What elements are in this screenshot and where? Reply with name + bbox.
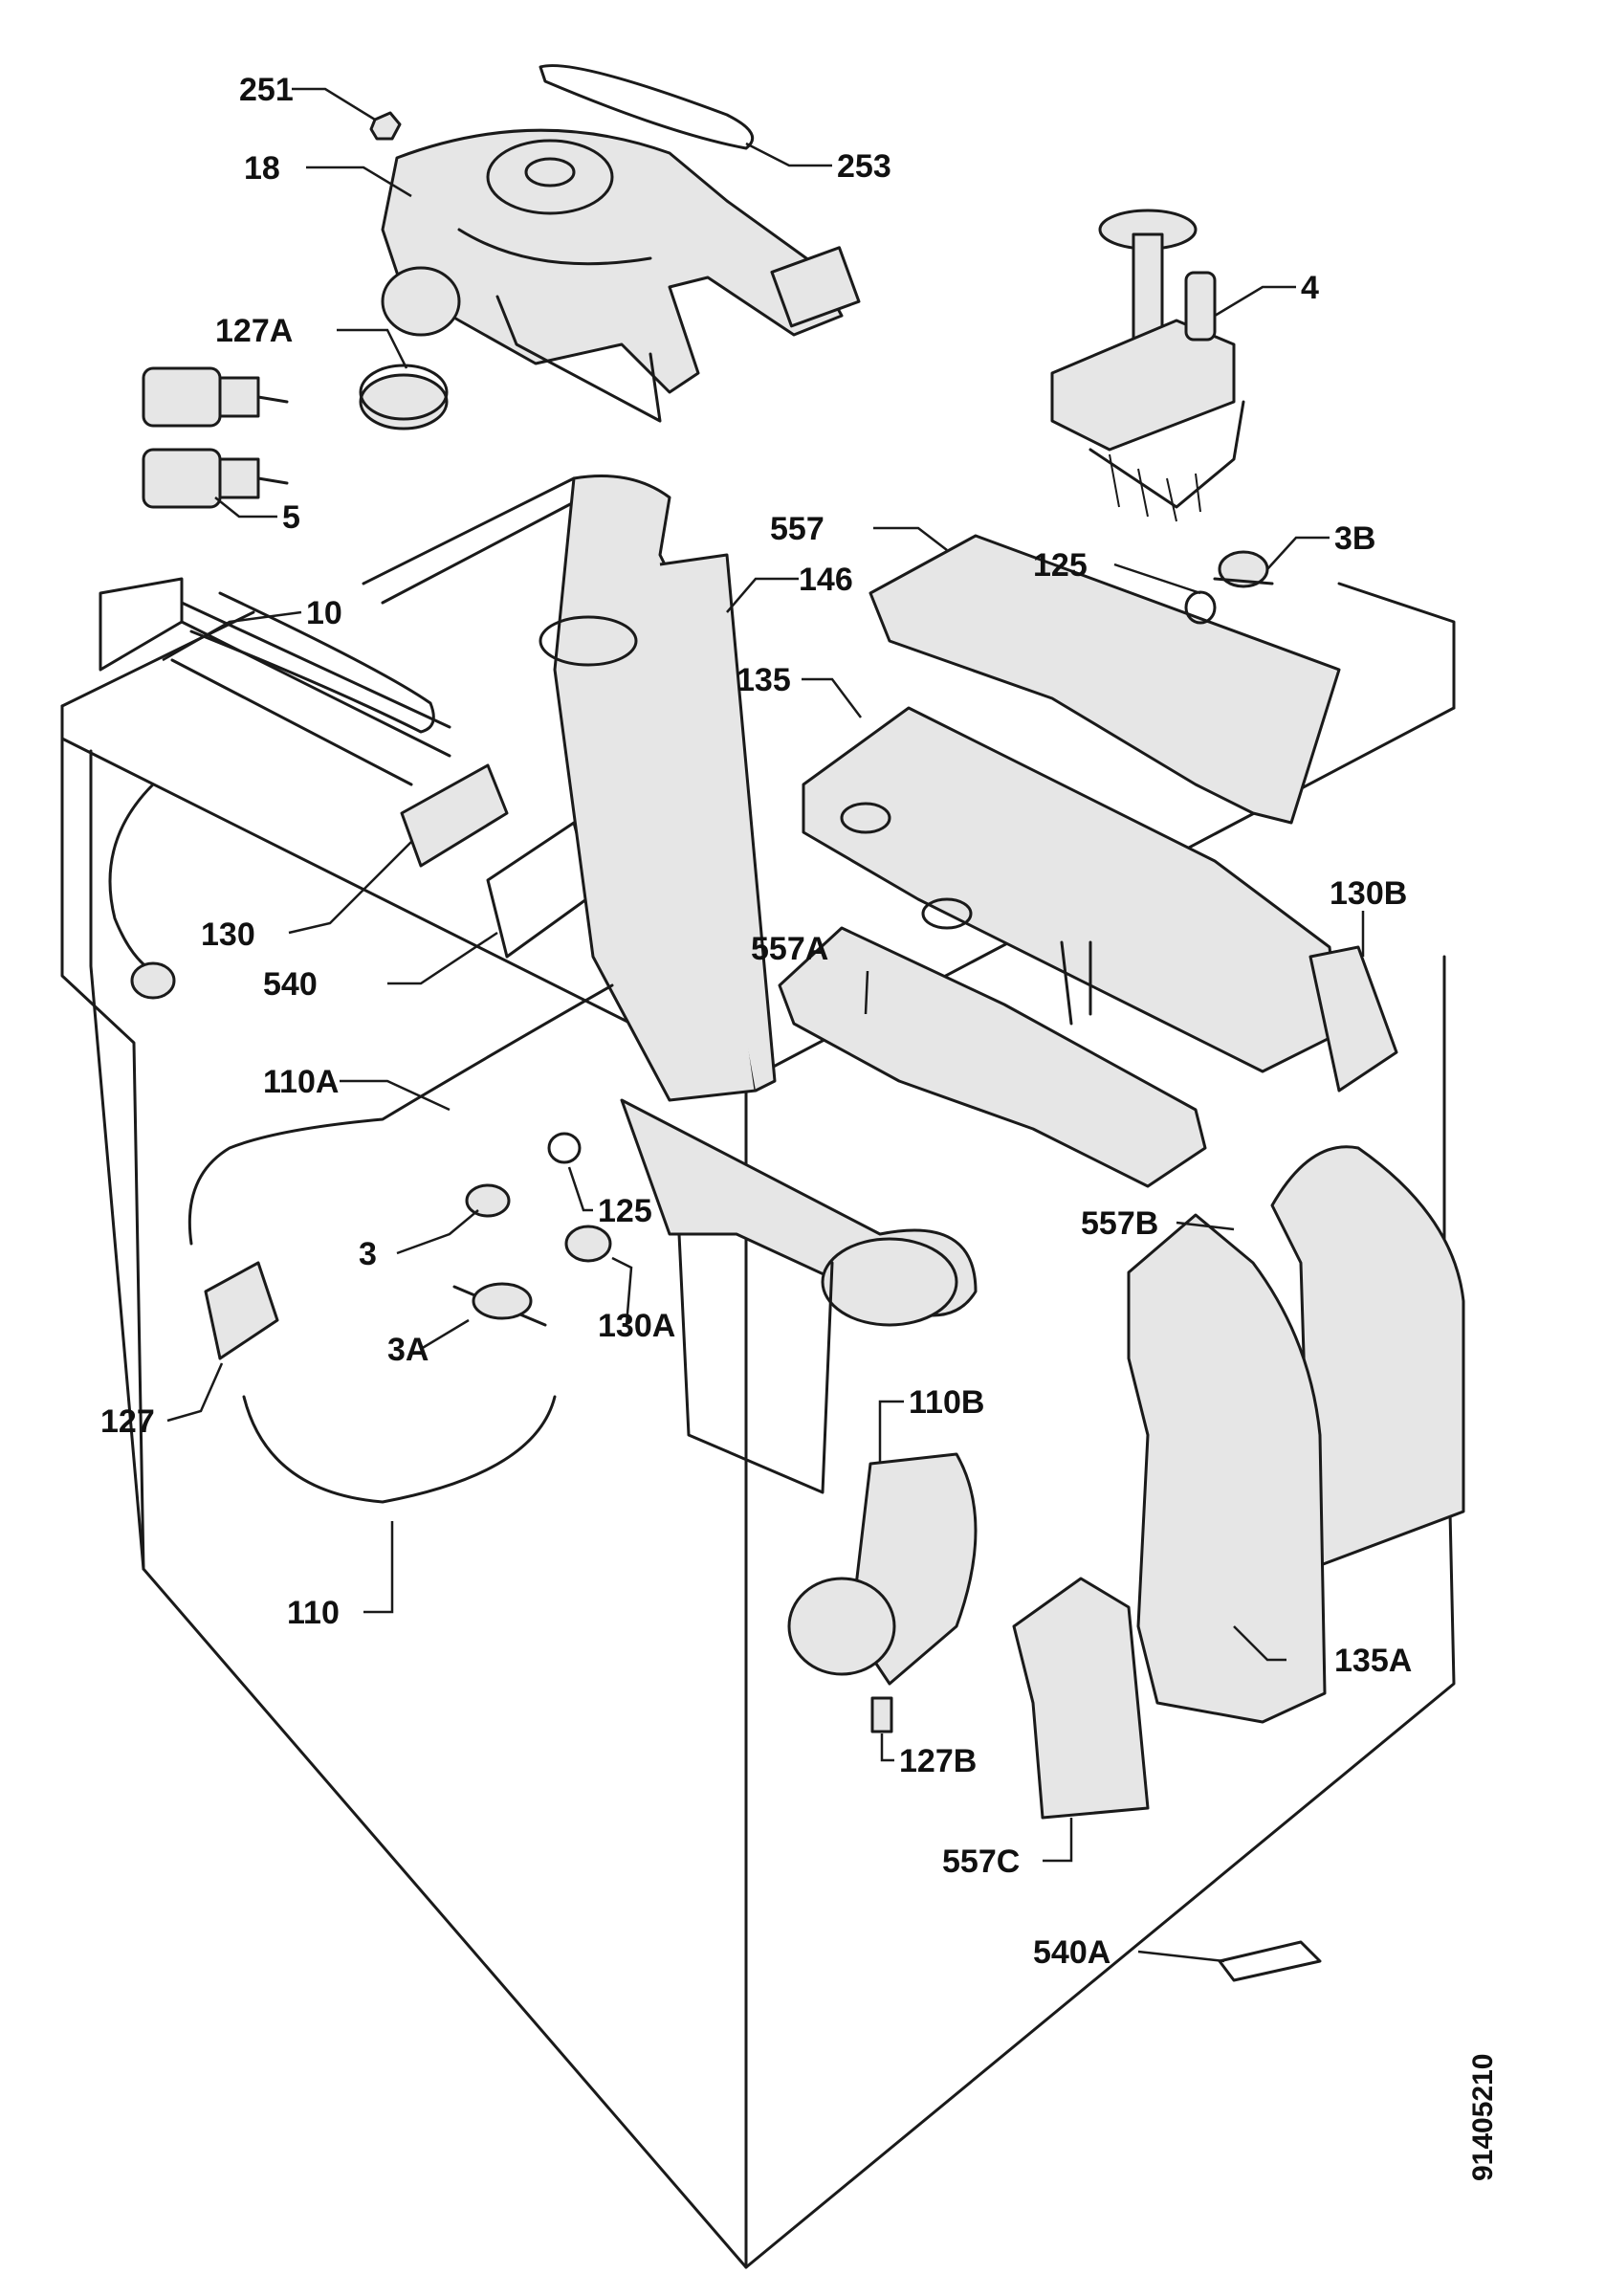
part-labels: 251 253 18 4 127A 5 557 146 125 3B 10 13… [100,72,1412,1971]
condenser-cover [868,534,1341,825]
label-110a: 110A [263,1064,339,1100]
nut [369,111,402,141]
hose-110a [187,983,614,1246]
label-540a: 540A [1033,1934,1110,1971]
label-540: 540 [263,966,318,1003]
label-4: 4 [1301,270,1319,306]
label-557a: 557A [751,931,828,967]
label-125-top: 125 [1033,547,1088,584]
seal-540a [1218,1940,1322,1982]
condenser-lower-cover [778,926,1207,1188]
label-10: 10 [306,595,342,631]
o-ring-mid [547,1132,582,1164]
label-146: 146 [799,562,853,598]
label-3b: 3B [1334,520,1375,557]
label-18: 18 [244,150,280,187]
label-110: 110 [287,1595,340,1631]
label-130a: 130A [598,1308,675,1344]
heating-element [99,476,576,1000]
drain-bellows [787,1452,978,1733]
thermostat-b [1213,550,1274,588]
clamp-ring [564,1225,612,1263]
label-127b: 127B [899,1743,977,1779]
air-duct [539,475,978,1494]
rear-duct-assembly [1012,1145,1465,1820]
label-110b: 110B [909,1384,984,1421]
hose-clamp [359,364,449,430]
condenser [802,706,1341,1073]
condenser-gasket [1308,945,1398,1093]
pressure-switch [204,1261,279,1360]
label-125-mid: 125 [598,1193,652,1229]
label-3a: 3A [387,1332,429,1368]
thermostat-3 [465,1183,511,1218]
label-557b: 557B [1081,1205,1158,1242]
element-gasket [400,763,509,868]
label-557: 557 [770,511,824,547]
drive-motor [1050,209,1245,522]
document-id: 91405210 [1467,2054,1499,2181]
label-127a: 127A [215,313,293,349]
drive-belt [539,64,755,150]
label-3: 3 [359,1236,377,1272]
label-557c: 557C [942,1843,1020,1880]
label-135: 135 [737,662,791,698]
leader-lines [162,87,1365,1963]
label-135a: 135A [1334,1643,1412,1679]
water-valve [142,366,289,509]
label-127: 127 [100,1403,155,1440]
label-251: 251 [239,72,294,108]
label-130: 130 [201,916,255,953]
blower-housing [381,128,861,423]
thermostat-3a [452,1282,547,1327]
label-130b: 130B [1330,875,1407,912]
label-253: 253 [837,148,891,185]
hose-110 [242,1395,557,1504]
label-5: 5 [282,499,300,536]
